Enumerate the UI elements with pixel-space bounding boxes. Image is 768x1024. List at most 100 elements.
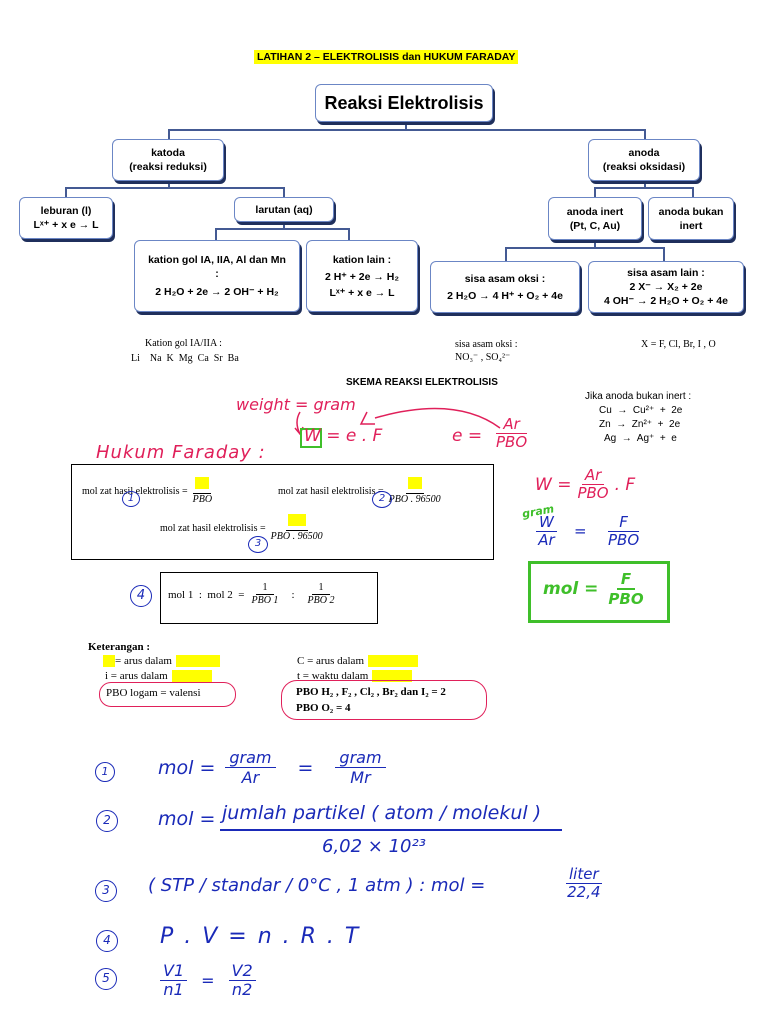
mol-ratio-frac2: 1 PBO 2 [307,582,335,606]
e-fraction-num: Ar [496,416,528,434]
bottom-eq2-num: jumlah partikel ( atom / molekul ) [222,802,542,824]
mol-ratio-label: mol 1 : mol 2 = [168,588,245,601]
formula-1-fraction: PBO [191,477,214,506]
connector [65,187,67,197]
formula-3-label: mol zat hasil elektrolisis = [160,523,266,534]
keterangan-l2: i = arus dalam [105,670,212,682]
connector [215,228,350,230]
skema-title: SKEMA REAKSI ELEKTROLISIS [346,377,498,388]
w-ar-lhs: W = [535,474,572,495]
bottom-eq1-frac2: gram Mr [335,748,386,787]
bottom-eq5-frac2: V2 n2 [228,962,256,999]
weight-gram-note: weight = gram [236,395,356,414]
formula-3: mol zat hasil elektrolisis = PBO . 96500 [160,514,325,543]
formula-frame [71,464,494,560]
anoda-bukan-inert-title: Jika anoda bukan inert : [585,391,692,402]
bottom-eq2-den: 6,02 × 10²³ [322,836,426,857]
halogen-note: X = F, Cl, Br, I , O [641,339,716,350]
formula-3-fraction: PBO . 96500 [269,514,325,543]
connector [594,187,694,189]
e-fraction: Ar PBO [496,416,528,451]
kation-note-list: Li Na K Mg Ca Sr Ba [131,353,239,364]
bottom-eq3-fraction: liter 22,4 [566,865,602,901]
connector [644,129,646,139]
sisa-oksi-reaction: 2 H₂O → 4 H⁺ + O₂ + 4e [447,289,563,302]
formula-number-4: 4 [130,585,152,607]
formula-number-3: 3 [248,536,268,553]
diagram-root-box: Reaksi Elektrolisis [315,84,493,122]
connector [594,240,596,248]
mol-result-box [528,561,670,623]
sisa-lain-label: sisa asam lain : [627,267,705,279]
kation-gol-reaction: 2 H₂O + 2e → 2 OH⁻ + H₂ [155,286,279,298]
kation-lain-label: kation lain : [332,253,392,266]
bottom-eq1: mol = gram Ar = gram Mr [158,748,386,787]
leburan-label: leburan (l) [40,205,92,217]
e-equation: e = [452,426,483,446]
sisa-asam-lain-box: sisa asam lain : 2 X⁻ → X₂ + 2e 4 OH⁻ → … [588,261,744,313]
w-over-ar-fraction: W Ar [536,514,557,549]
kation-lain-box: kation lain : 2 H⁺ + 2e → H₂ Lˣ⁺ + x e →… [306,240,418,312]
leburan-reaction: Lˣ⁺ + x e → L [33,219,99,231]
connector [283,187,285,197]
pbo-logam-oval [99,682,236,707]
anoda-inert-label: anoda inert [566,205,624,218]
w-highlight-box [300,428,322,448]
connector [594,187,596,197]
highlight [368,655,418,667]
keterangan-r4: PBO O₂ = 4 [296,702,351,714]
bottom-eq1-frac1: gram Ar [225,748,276,787]
formula-number-2: 2 [372,491,392,508]
sisa-note-list: NO₃⁻ , SO₄²⁻ [455,352,511,363]
connector [405,122,407,130]
bottom-eq5-frac1: V1 n1 [160,962,188,999]
e-fraction-den: PBO [496,433,528,451]
formula-2-fraction: PBO . 96500 [387,477,443,506]
bottom-eq3: ( STP / standar / 0°C , 1 atm ) : mol = [148,875,486,896]
bottom-number-3: 3 [95,880,117,902]
anoda-box: anoda (reaksi oksidasi) [588,139,700,181]
connector [644,181,646,188]
kation-lain-reaction1: 2 H⁺ + 2e → H₂ [324,270,400,283]
bottom-number-4: 4 [96,930,118,952]
reaction-ag: Ag → Ag⁺ + e [604,433,677,444]
mol-result-fraction: F PBO [608,570,644,608]
curved-arrow-icon [359,407,501,429]
connector [65,187,285,189]
sisa-asam-oksi-box: sisa asam oksi : 2 H₂O → 4 H⁺ + O₂ + 4e [430,261,580,313]
anoda-bukan-inert-label2: inert [679,219,703,232]
kation-gol-colon: : [215,268,219,280]
connector [692,187,694,197]
sisa-lain-reaction1: 2 X⁻ → X₂ + 2e [629,281,703,293]
mol-result-equation: mol = F PBO [543,570,644,608]
formula-1: mol zat hasil elektrolisis = PBO [82,477,214,506]
sisa-lain-reaction2: 4 OH⁻ → 2 H₂O + O₂ + 4e [603,295,728,307]
connector [168,181,170,188]
anoda-inert-box: anoda inert (Pt, C, Au) [548,197,642,240]
highlight [195,477,210,489]
fraction-line [220,829,562,831]
mol-ratio-colon: : [291,588,295,601]
anoda-label: anoda [628,147,660,159]
kation-note-title: Kation gol IA/IIA : [145,338,222,349]
connector [663,247,665,261]
highlight [171,670,212,682]
anoda-bukan-inert-box: anoda bukan inert [648,197,734,240]
sisa-oksi-label: sisa asam oksi : [464,272,546,285]
formula-1-den: PBO [192,494,213,505]
connector [283,222,285,229]
w-ar-equation: W = Ar PBO . F [535,467,635,502]
katoda-box: katoda (reaksi reduksi) [112,139,224,181]
kation-gol-box: kation gol IA, IIA, Al dan Mn : 2 H₂O + … [134,240,300,312]
kation-lain-reaction2: Lˣ⁺ + x e → L [329,286,395,299]
keterangan-l3: PBO logam = valensi [106,687,201,699]
w-ar-fraction: Ar PBO [577,466,609,502]
anoda-sublabel: (reaksi oksidasi) [602,161,686,173]
highlight [407,477,422,489]
keterangan-l1: = arus dalam [103,655,220,667]
formula-2-den: PBO . 96500 [388,494,441,505]
w-equation: W = e . F [304,426,383,446]
equals-sign: = [574,522,587,540]
keterangan-r3: PBO H₂ , F₂ , Cl₂ , Br₂ dan I₂ = 2 [296,686,446,698]
mol-ratio-frac1: 1 PBO 1 [251,582,279,606]
